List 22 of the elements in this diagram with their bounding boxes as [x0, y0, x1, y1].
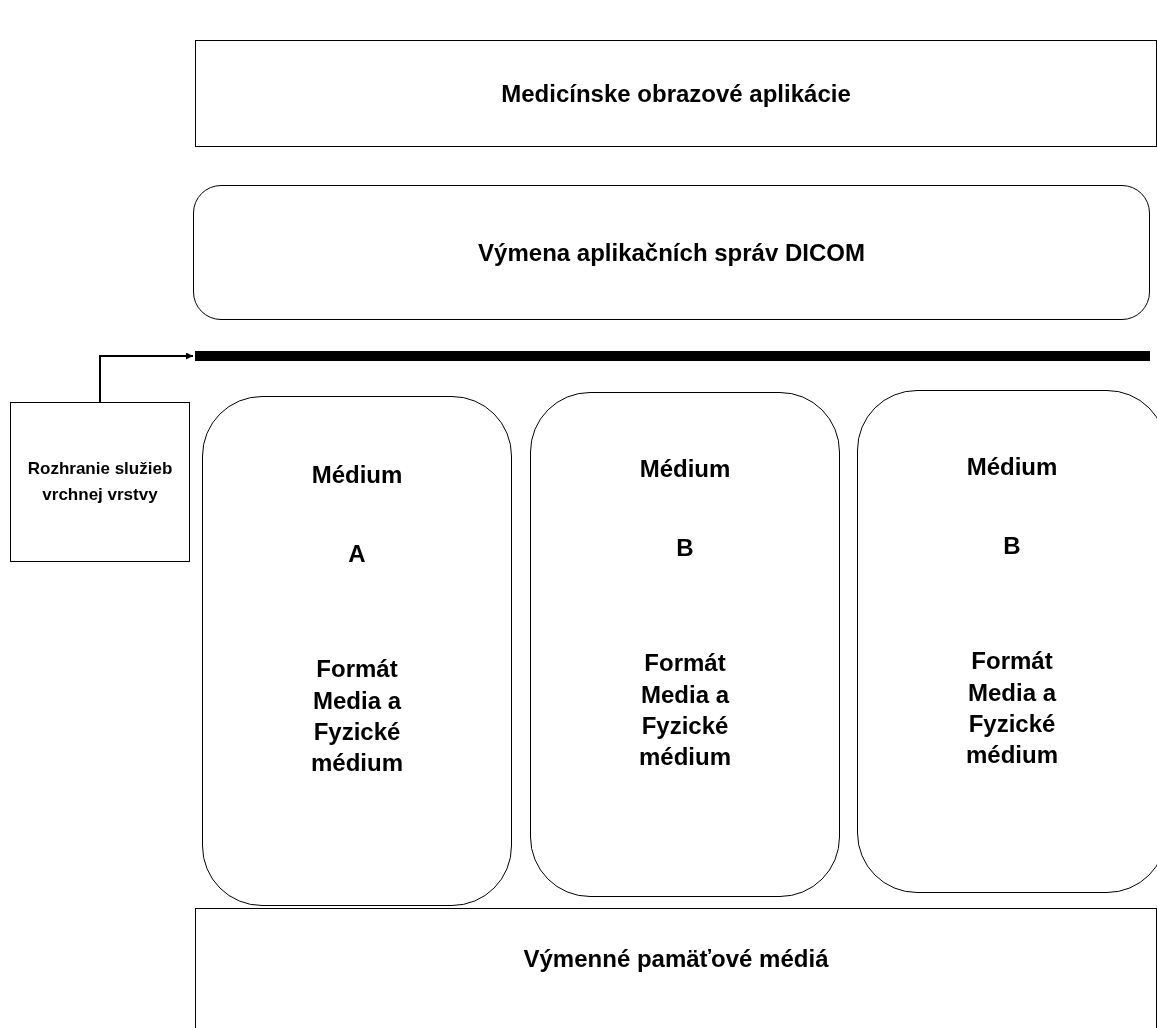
box-label: Výmena aplikačních správ DICOM [478, 238, 865, 267]
box-label: Médium [639, 454, 731, 484]
box-label: Rozhranie služieb vrchnej vrstvy [26, 457, 174, 506]
box-label [10, 402, 190, 562]
rounded-box [202, 396, 512, 906]
box-label: B [676, 533, 694, 564]
rounded-box [530, 392, 840, 897]
box-label: Výmenné pamäťové médiá [523, 945, 829, 973]
box-label [195, 40, 1157, 147]
thick-bar [195, 351, 1150, 361]
rounded-box [857, 390, 1157, 893]
box-label: Médium [311, 460, 403, 490]
box-label: Formát Media a Fyzické médium [965, 646, 1059, 770]
arrow [99, 352, 194, 403]
rounded-box [193, 185, 1150, 320]
box-label: Medicínske obrazové aplikácie [501, 79, 851, 108]
box-label [195, 908, 1157, 1028]
box-label: Médium [966, 452, 1058, 482]
box-label: Formát Media a Fyzické médium [310, 654, 404, 778]
box-label: B [1003, 531, 1021, 562]
box-label: A [348, 539, 366, 570]
box-label: Formát Media a Fyzické médium [638, 648, 732, 772]
